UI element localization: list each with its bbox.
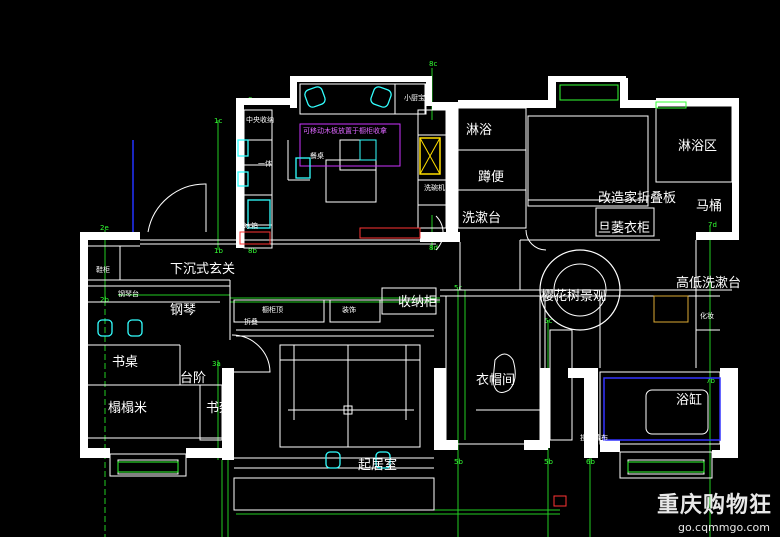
label-sunken-entrance: 下沉式玄关 — [170, 262, 235, 277]
round-feature — [492, 249, 621, 393]
label-bookcase: 书架 — [206, 401, 232, 416]
svg-text:化妆: 化妆 — [700, 311, 714, 320]
svg-text:5c: 5c — [544, 317, 552, 325]
svg-text:5c: 5c — [454, 284, 462, 292]
svg-text:8b: 8b — [248, 247, 257, 255]
svg-text:7d: 7d — [708, 221, 717, 229]
label-shower-area: 淋浴区 — [678, 139, 717, 154]
label-cherry-view: 樱花树景观 — [541, 288, 606, 304]
svg-text:7b: 7b — [706, 377, 715, 385]
watermark-url: go.cqmmgo.com — [678, 521, 770, 534]
svg-text:装饰: 装饰 — [342, 305, 356, 314]
label-shower: 淋浴 — [466, 123, 492, 138]
watermark-title: 重庆购物狂 — [656, 493, 772, 518]
svg-text:5b: 5b — [544, 458, 553, 466]
label-piano: 钢琴 — [170, 303, 196, 318]
svg-text:鞋柜: 鞋柜 — [96, 265, 110, 274]
green-fixtures — [117, 84, 705, 473]
svg-text:折叠: 折叠 — [244, 317, 258, 326]
svg-text:1b: 1b — [214, 247, 223, 255]
svg-text:2b: 2b — [100, 296, 109, 304]
svg-text:2e: 2e — [100, 224, 109, 232]
room-labels: 淋浴 蹲便 洗漱台 改造家折叠板 旦萎衣柜 淋浴区 马桶 高低洗漱台 樱花树景观… — [108, 123, 741, 473]
label-high-low-basin: 高低洗漱台 — [676, 275, 741, 291]
small-notes: 中央收纳 一体 冰箱 可移动木板放置于橱柜收拿 餐桌 小厨宝 洗碗机 鞋柜 钢琴… — [96, 93, 714, 442]
label-wardrobe-top: 旦萎衣柜 — [598, 220, 650, 236]
svg-text:1c: 1c — [214, 117, 222, 125]
svg-text:可移动木板放置于橱柜收拿: 可移动木板放置于橱柜收拿 — [303, 126, 387, 135]
svg-text:投影幕布: 投影幕布 — [580, 433, 608, 442]
svg-text:小厨宝: 小厨宝 — [404, 93, 425, 102]
label-living-room: 起居室 — [358, 457, 397, 473]
label-bathtub: 浴缸 — [676, 392, 702, 408]
svg-text:中央收纳: 中央收纳 — [246, 115, 274, 124]
label-storage-cabinet: 收纳柜 — [398, 295, 437, 310]
label-toilet: 蹲便 — [478, 170, 504, 185]
label-cloakroom: 衣帽间 — [476, 372, 515, 388]
svg-text:3a: 3a — [212, 360, 221, 368]
chairs — [97, 86, 392, 469]
svg-text:洗碗机: 洗碗机 — [424, 183, 445, 192]
svg-text:8d: 8d — [429, 244, 438, 252]
label-desk: 书桌 — [112, 355, 138, 370]
label-toilet-right: 马桶 — [696, 199, 722, 214]
svg-text:6b: 6b — [586, 458, 595, 466]
label-step: 台阶 — [180, 371, 206, 386]
svg-text:钢琴台: 钢琴台 — [118, 289, 139, 298]
svg-text:冰箱: 冰箱 — [244, 221, 258, 230]
label-wash-basin: 洗漱台 — [462, 211, 501, 226]
svg-text:一体: 一体 — [258, 159, 272, 168]
walls — [80, 76, 739, 460]
svg-text:8c: 8c — [429, 60, 437, 68]
svg-text:橱柜顶: 橱柜顶 — [262, 305, 283, 314]
label-folding-board: 改造家折叠板 — [598, 190, 676, 206]
door-swings — [147, 183, 547, 373]
label-tatami: 榻榻米 — [108, 401, 147, 416]
svg-text:餐桌: 餐桌 — [310, 151, 324, 160]
fixtures — [239, 123, 721, 507]
svg-text:5b: 5b — [454, 458, 463, 466]
